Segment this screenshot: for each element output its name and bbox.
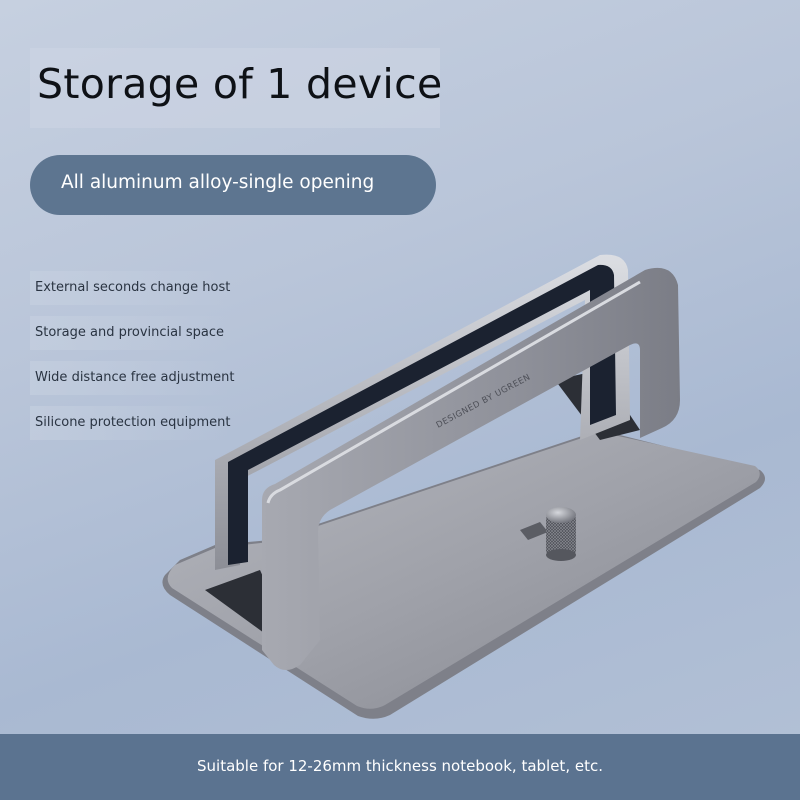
adjustment-knob <box>520 507 576 561</box>
title-backdrop <box>30 48 440 128</box>
footer-bar <box>0 734 800 800</box>
feature-item-host-change: External seconds change host <box>30 271 230 305</box>
feature-badge-label: All aluminum alloy-single opening <box>61 172 375 193</box>
feature-item-silicone: Silicone protection equipment <box>30 406 230 440</box>
page-title: Storage of 1 device <box>37 60 443 108</box>
stand-back-plate <box>215 254 630 571</box>
laptop-stand-image: DESIGNED BY UGREEN <box>162 254 766 719</box>
footer-text: Suitable for 12-26mm thickness notebook,… <box>197 757 603 775</box>
feature-badge <box>30 155 436 215</box>
feature-item-adjustment: Wide distance free adjustment <box>30 361 234 395</box>
feature-item-space-saving: Storage and provincial space <box>30 316 230 350</box>
